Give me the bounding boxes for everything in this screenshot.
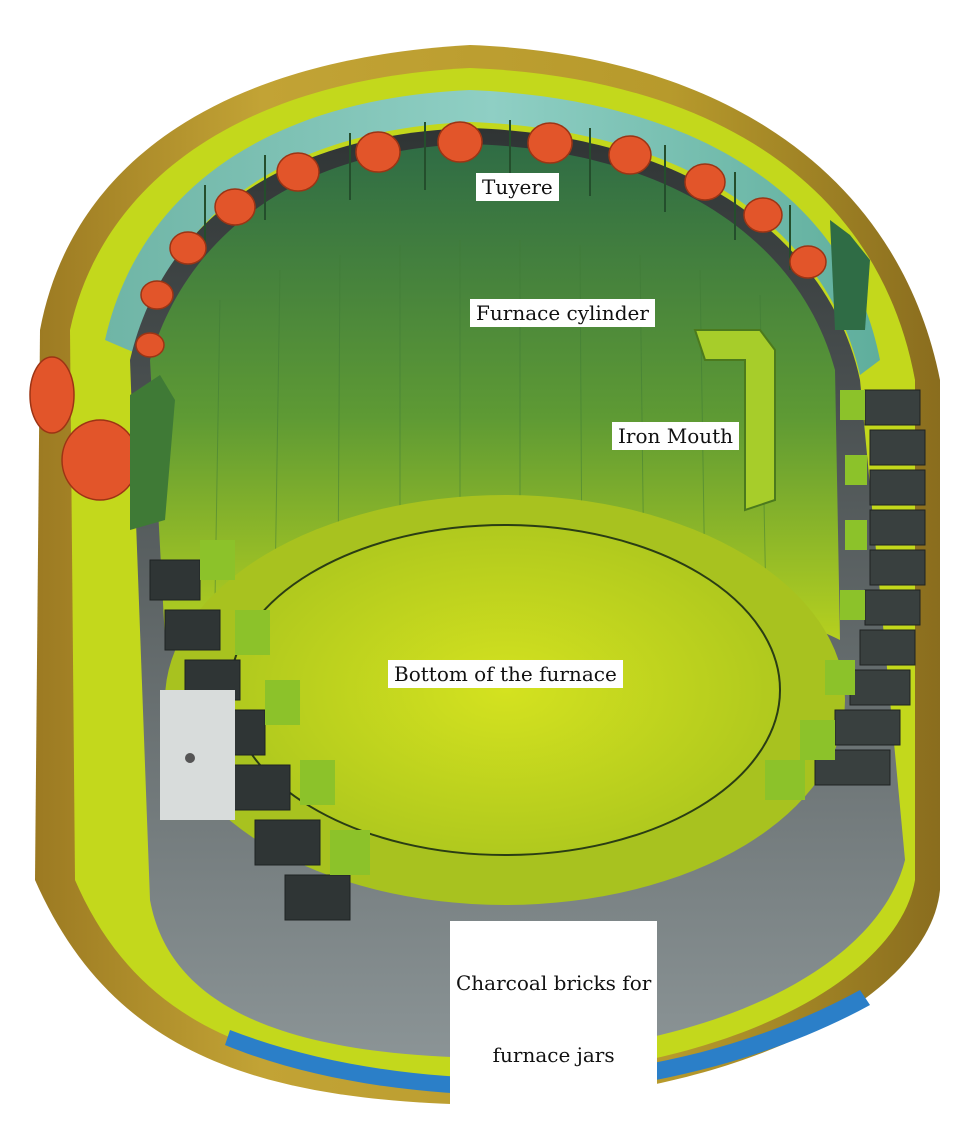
right-pillar bbox=[830, 220, 870, 330]
tuyere-nozzle-icon bbox=[61, 419, 139, 501]
tuyere-nozzle-icon bbox=[135, 332, 165, 358]
tuyere-nozzle-icon bbox=[214, 188, 256, 226]
tuyere-nozzle-icon bbox=[743, 197, 783, 233]
label-charcoal-bricks: Charcoal bricks for furnace jars bbox=[450, 921, 658, 1117]
tuyere-nozzle-icon bbox=[527, 122, 573, 164]
tuyere-nozzle-icon bbox=[276, 152, 320, 192]
label-tuyere: Tuyere bbox=[476, 173, 559, 201]
label-iron-mouth: Iron Mouth bbox=[612, 422, 740, 450]
tuyere-nozzles bbox=[29, 121, 827, 501]
left-green-steps bbox=[200, 540, 370, 875]
tuyere-nozzle-icon bbox=[29, 356, 75, 434]
tuyere-nozzle-icon bbox=[608, 135, 652, 175]
label-bottom-of-furnace: Bottom of the furnace bbox=[388, 660, 623, 688]
label-furnace-cylinder: Furnace cylinder bbox=[470, 299, 655, 327]
furnace-floor bbox=[229, 524, 781, 856]
blue-band bbox=[225, 990, 870, 1096]
tuyere-panels bbox=[204, 120, 791, 270]
grey-brick-block bbox=[160, 690, 235, 820]
iron-mouth-notch bbox=[693, 329, 776, 512]
right-steps bbox=[814, 389, 926, 786]
right-green-steps bbox=[765, 390, 867, 800]
label-charcoal-line2: furnace jars bbox=[492, 1043, 615, 1067]
tuyere-nozzle-icon bbox=[169, 231, 207, 265]
label-charcoal-line1: Charcoal bricks for bbox=[456, 971, 652, 995]
furnace-wall bbox=[150, 144, 840, 640]
tuyere-nozzle-icon bbox=[140, 280, 174, 310]
teal-band bbox=[105, 90, 880, 375]
tuyere-nozzle-icon bbox=[789, 245, 827, 279]
tuyere-nozzle-icon bbox=[684, 163, 726, 201]
left-pillar bbox=[130, 375, 175, 530]
grey-brick-hole bbox=[185, 753, 195, 763]
tuyere-nozzle-icon bbox=[437, 121, 483, 163]
tuyere-nozzle-icon bbox=[355, 131, 401, 173]
